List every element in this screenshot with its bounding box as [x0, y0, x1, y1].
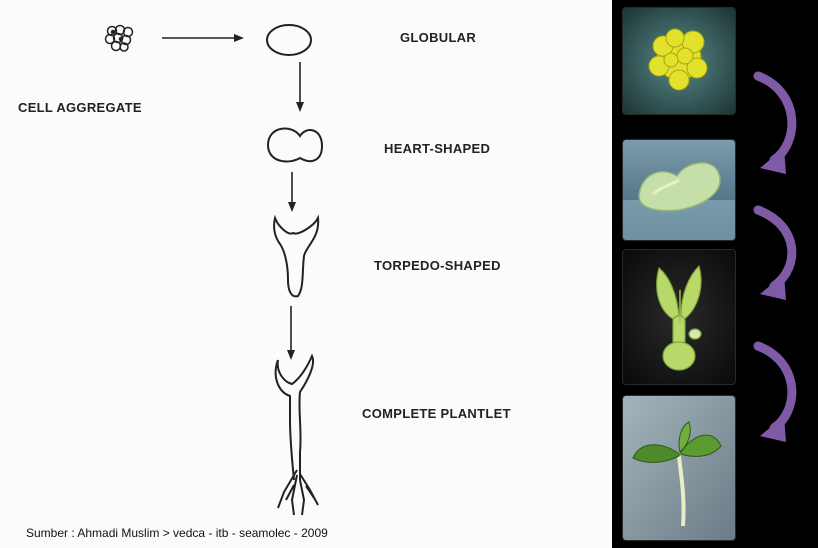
arrowhead-1: [760, 148, 786, 174]
curved-arrow-2: [758, 210, 792, 286]
arrowhead-2: [760, 274, 786, 300]
curved-arrow-1: [758, 76, 792, 160]
arrowhead-3: [760, 416, 786, 442]
curved-arrow-3: [758, 346, 792, 428]
